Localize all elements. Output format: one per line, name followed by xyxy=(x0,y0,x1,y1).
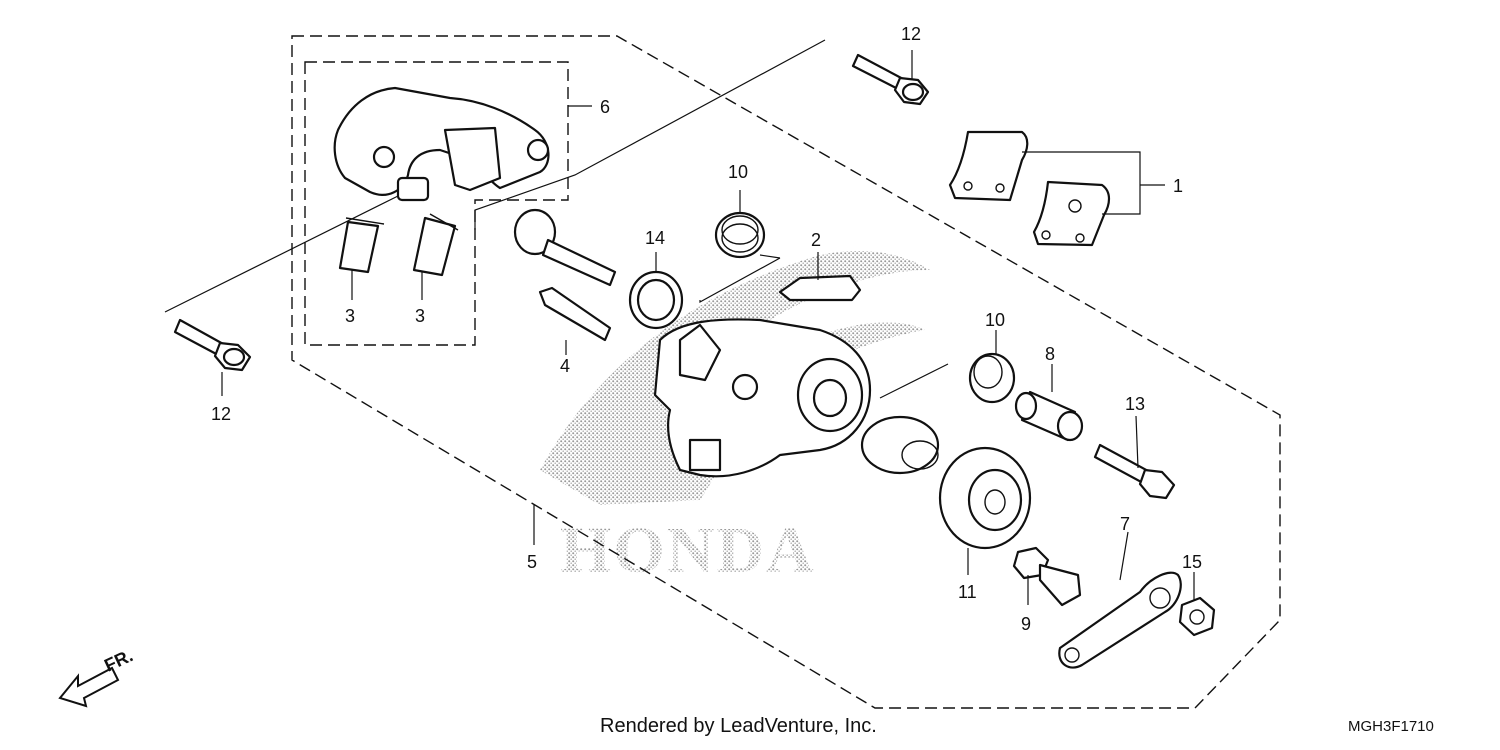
callout-14: 14 xyxy=(645,228,665,248)
callout-5: 5 xyxy=(527,552,537,572)
bracket-assembly-outline xyxy=(304,61,569,346)
caliper-bracket xyxy=(333,86,550,202)
pad-spring-right xyxy=(412,213,459,277)
sleeve xyxy=(1014,390,1084,442)
nut-15 xyxy=(1178,596,1216,637)
piston-boot xyxy=(860,415,940,475)
callout-12-upper: 12 xyxy=(901,24,921,44)
boot-lower xyxy=(968,352,1016,404)
callout-11: 11 xyxy=(958,582,977,602)
boot-upper xyxy=(714,211,766,259)
callout-15: 15 xyxy=(1182,552,1202,572)
callout-3-right: 3 xyxy=(415,306,425,326)
piston xyxy=(938,446,1032,550)
pad-retainer xyxy=(778,274,862,302)
callout-6: 6 xyxy=(600,97,610,117)
callout-12-lower: 12 xyxy=(211,404,231,424)
callout-2: 2 xyxy=(811,230,821,250)
caliper-body xyxy=(653,318,872,478)
front-direction-indicator: FR. xyxy=(58,645,136,708)
pin-bolt xyxy=(513,208,617,287)
piston-seal xyxy=(628,270,684,330)
bolt-assembly-line-upper xyxy=(474,39,826,230)
leader-lines xyxy=(221,50,1195,605)
callout-4: 4 xyxy=(560,356,570,376)
bolt-13 xyxy=(1093,443,1176,500)
callout-10-lower: 10 xyxy=(985,310,1005,330)
pad-bracket-line xyxy=(1022,151,1141,215)
callout-1: 1 xyxy=(1173,176,1183,196)
bolt-assembly-line-lower xyxy=(164,189,413,313)
bolt-9 xyxy=(1012,546,1082,607)
caliper-pin xyxy=(538,286,612,342)
callout-13: 13 xyxy=(1125,394,1145,414)
pad-spring-left xyxy=(338,217,385,274)
brake-pad-upper xyxy=(948,130,1029,202)
rendered-by-credit: Rendered by LeadVenture, Inc. xyxy=(600,715,877,737)
caliper-assembly-outline xyxy=(291,35,1281,709)
bolt-upper xyxy=(851,53,930,106)
callout-3-left: 3 xyxy=(345,306,355,326)
front-arrow-icon xyxy=(58,666,120,708)
callout-9: 9 xyxy=(1021,614,1031,634)
torque-link-plate xyxy=(1058,571,1182,669)
callout-7: 7 xyxy=(1120,514,1130,534)
diagram-code: MGH3F1710 xyxy=(1348,718,1434,735)
callout-10-upper: 10 xyxy=(728,162,748,182)
callout-8: 8 xyxy=(1045,344,1055,364)
bolt-lower xyxy=(173,318,252,372)
honda-watermark-text: HONDA xyxy=(560,514,816,587)
brake-pad-lower xyxy=(1032,180,1111,247)
